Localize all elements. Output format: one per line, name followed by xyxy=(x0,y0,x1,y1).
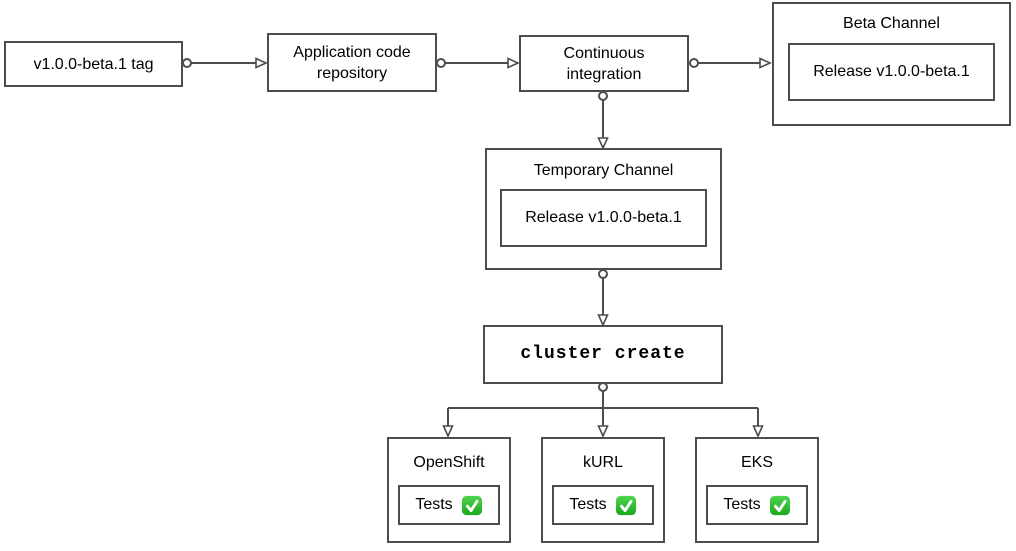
arrowhead-icon xyxy=(752,425,764,438)
cluster-title: OpenShift xyxy=(413,454,485,471)
group-temporary-channel: Temporary Channel Release v1.0.0-beta.1 xyxy=(485,148,722,270)
beta-channel-title: Beta Channel xyxy=(843,15,940,32)
tests-box: Tests xyxy=(552,485,654,525)
cluster-title: kURL xyxy=(582,454,623,471)
arrowhead-icon xyxy=(597,314,609,327)
connector-tag-to-repo xyxy=(182,57,268,69)
tests-box: Tests xyxy=(706,485,808,525)
group-beta-channel: Beta Channel Release v1.0.0-beta.1 xyxy=(772,2,1011,126)
connector-ci-to-temp xyxy=(597,91,609,150)
temporary-release-box: Release v1.0.0-beta.1 xyxy=(500,189,707,247)
arrowhead-icon xyxy=(255,57,268,69)
node-version-tag: v1.0.0-beta.1 tag xyxy=(4,41,183,87)
connector-dot xyxy=(598,382,608,392)
node-application-code-repository: Application code repository xyxy=(267,33,437,92)
arrowhead-icon xyxy=(759,57,772,69)
check-mark-icon xyxy=(461,495,483,516)
beta-release-box: Release v1.0.0-beta.1 xyxy=(788,43,995,101)
node-cluster-create: cluster create xyxy=(483,325,723,384)
temporary-channel-title: Temporary Channel xyxy=(533,162,674,179)
connector-ci-to-beta xyxy=(689,57,772,69)
connector-repo-to-ci xyxy=(436,57,520,69)
arrowhead-icon xyxy=(597,425,609,438)
connector-dot xyxy=(182,58,192,68)
tests-label: Tests xyxy=(569,496,607,513)
check-mark-icon xyxy=(769,495,791,516)
connector-dot xyxy=(436,58,446,68)
arrowhead-icon xyxy=(507,57,520,69)
connector-dot xyxy=(689,58,699,68)
tests-label: Tests xyxy=(415,496,453,513)
cluster-title: EKS xyxy=(740,454,773,471)
node-continuous-integration: Continuous integration xyxy=(519,35,689,92)
group-cluster-openshift: OpenShift Tests xyxy=(387,437,511,543)
tests-label: Tests xyxy=(723,496,761,513)
connector-temp-to-cluster-create xyxy=(597,269,609,327)
group-cluster-eks: EKS Tests xyxy=(695,437,819,543)
arrowhead-icon xyxy=(442,425,454,438)
group-cluster-kurl: kURL Tests xyxy=(541,437,665,543)
arrowhead-icon xyxy=(597,137,609,150)
tests-box: Tests xyxy=(398,485,500,525)
connector-dot xyxy=(598,91,608,101)
check-mark-icon xyxy=(615,495,637,516)
connector-dot xyxy=(598,269,608,279)
connector-cluster-create-branch xyxy=(442,382,764,438)
